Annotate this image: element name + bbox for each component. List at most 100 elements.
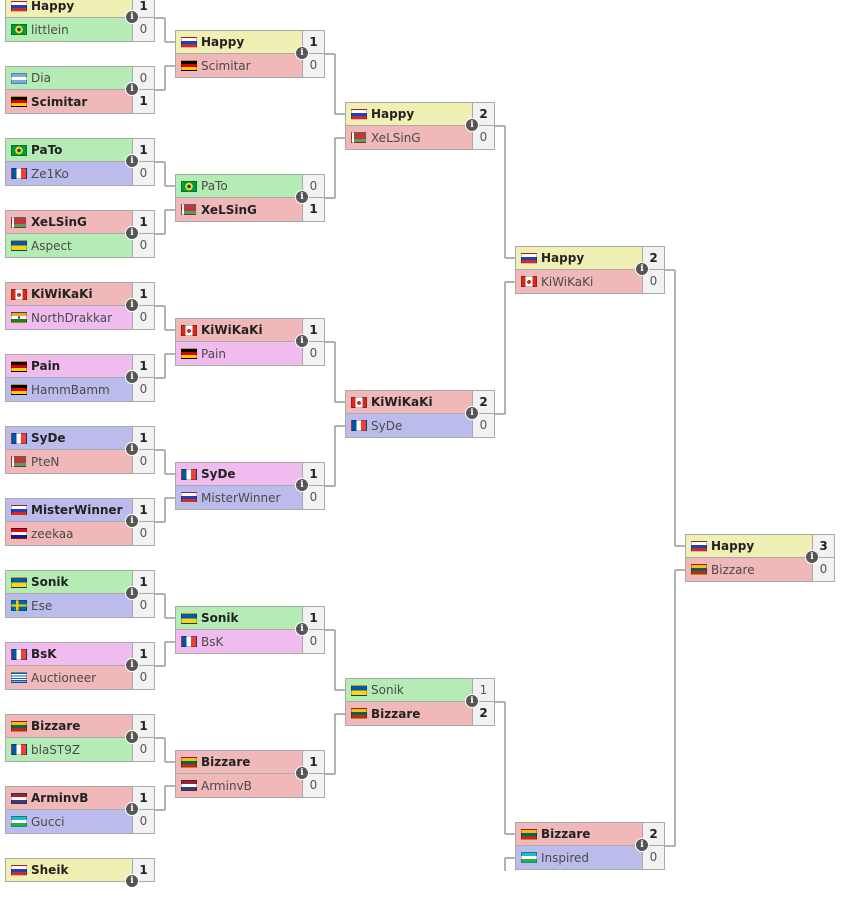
match-info-icon[interactable]: i [125,802,139,816]
player-name: Pain [201,346,226,361]
match-info-icon[interactable]: i [125,874,139,888]
player-score: 1 [302,30,325,54]
player-score: 0 [302,174,325,198]
match-info-icon[interactable]: i [125,370,139,384]
match-info-icon[interactable]: i [295,766,309,780]
player-score: 1 [302,750,325,774]
player-name: Bizzare [31,719,81,733]
match-info-icon[interactable]: i [125,730,139,744]
player-name-cell: KiWiKaKi [5,282,133,306]
match-info-icon[interactable]: i [295,334,309,348]
match-info-icon[interactable]: i [465,118,479,132]
flag-lt-icon [351,708,367,719]
player-name: Bizzare [711,562,755,577]
player-name-cell: Bizzare [175,750,303,774]
match-info-icon[interactable]: i [465,694,479,708]
player-name-cell: XeLSinG [345,126,473,150]
player-name-cell: Happy [685,534,813,558]
player-name-cell: zeekaa [5,522,133,546]
match-info-icon[interactable]: i [295,190,309,204]
flag-se-icon [11,600,27,611]
player-score: 0 [132,18,155,42]
player-score: 1 [132,210,155,234]
player-name-cell: Pain [175,342,303,366]
match-info-icon[interactable]: i [465,406,479,420]
player-name-cell: Bizzare [515,822,643,846]
match-info-icon[interactable]: i [125,442,139,456]
match-info-icon[interactable]: i [125,82,139,96]
player-name: Sonik [31,575,69,589]
match-info-icon[interactable]: i [125,658,139,672]
flag-ru-icon [521,252,537,264]
match-info-icon[interactable]: i [635,262,649,276]
player-name: Ese [31,598,53,613]
match-info-icon[interactable]: i [125,226,139,240]
player-name-cell: Happy [175,30,303,54]
player-name: MisterWinner [31,503,123,517]
match-info-icon[interactable]: i [295,622,309,636]
match-info-icon[interactable]: i [635,838,649,852]
flag-ru-icon [351,108,367,120]
player-name-cell: PteN [5,450,133,474]
match-info-icon[interactable]: i [125,298,139,312]
match-info-icon[interactable]: i [295,478,309,492]
match-info-icon[interactable]: i [295,46,309,60]
match-info-icon[interactable]: i [125,586,139,600]
match-info-icon[interactable]: i [125,154,139,168]
match-info-icon[interactable]: i [125,514,139,528]
match-info-icon[interactable]: i [805,550,819,564]
match-info-icon[interactable]: i [125,10,139,24]
